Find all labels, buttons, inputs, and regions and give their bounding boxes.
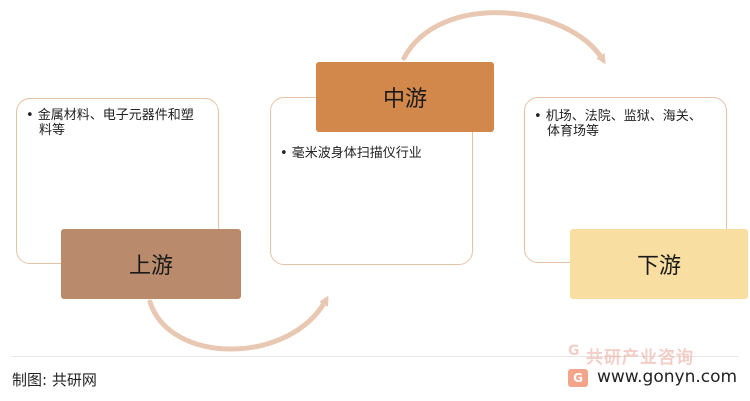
midstream-stage-label: 中游 [382,87,427,112]
curved-arrow-icon [147,295,329,352]
downstream-detail-line1: • 机场、法院、监狱、海关、 [534,109,702,124]
website-link[interactable]: www.gonyn.com [597,367,738,387]
upstream-detail-line2: 料等 [39,123,66,138]
midstream-stage-box: 中游 [316,62,494,132]
chart-credit: 制图: 共研网 [12,371,97,389]
watermark-text: 共研产业咨询 [586,348,694,368]
watermark-logo-icon: G [568,343,580,359]
midstream-detail-line1: • 毫米波身体扫描仪行业 [280,146,422,161]
gonyn-logo-icon: G [568,369,588,387]
upstream-stage-box: 上游 [61,229,241,299]
upstream-stage-label: 上游 [128,254,173,279]
downstream-detail-line2: 体育场等 [547,124,600,139]
downstream-stage-box: 下游 [570,229,748,299]
curved-arrow-icon [401,10,606,65]
upstream-detail-line1: • 金属材料、电子元器件和塑 [26,108,194,123]
downstream-stage-label: 下游 [636,254,681,279]
footer-divider [12,356,738,357]
